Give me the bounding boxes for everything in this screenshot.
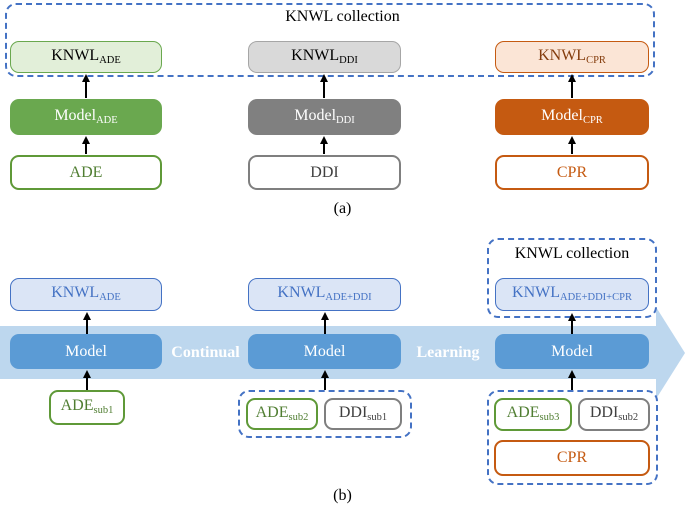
model-label-stage2: Model xyxy=(303,342,346,360)
cpr-sub-box: CPR xyxy=(494,440,650,476)
model-box-stage2: Model xyxy=(248,334,401,369)
knwl-cpr-box: KNWLCPR xyxy=(495,41,649,73)
knwl-cpr-label: KNWLCPR xyxy=(538,46,606,66)
model-ddi-label: ModelDDI xyxy=(294,106,355,126)
learning-text: Learning xyxy=(416,344,480,361)
arrow-model-to-knwl-stage3 xyxy=(566,313,578,334)
knwl-ade-ddi-label: KNWLADE+DDI xyxy=(277,284,372,304)
ade-sub2-box: ADEsub2 xyxy=(246,398,318,430)
ddi-sub1-box: DDIsub1 xyxy=(324,398,402,430)
ddi-sub2-box: DDIsub2 xyxy=(578,398,650,431)
arrow-input-to-model-stage1 xyxy=(81,370,93,390)
arrow-model-to-knwl-ddi xyxy=(318,74,330,98)
model-label-stage3: Model xyxy=(551,342,593,360)
model-box-stage3: Model xyxy=(495,334,649,369)
knwl-ade-ddi-box: KNWLADE+DDI xyxy=(248,278,401,311)
arrow-input-to-model-stage3 xyxy=(566,370,578,390)
arrow-model-to-knwl-stage1 xyxy=(81,312,93,334)
knwl-ade-label: KNWLADE xyxy=(51,46,121,66)
model-cpr-box: ModelCPR xyxy=(495,99,649,135)
knwl-ade-label-b: KNWLADE xyxy=(51,284,121,304)
arrow-model-to-knwl-cpr xyxy=(566,74,578,98)
stage2-inputs-box xyxy=(238,390,412,438)
knwl-ade-ddi-cpr-label: KNWLADE+DDI+CPR xyxy=(512,284,632,304)
ddi-input-box: DDI xyxy=(248,155,401,190)
ade-input-box: ADE xyxy=(10,155,162,190)
panel-a-label: (a) xyxy=(333,200,352,217)
ade-sub3-box: ADEsub3 xyxy=(494,398,572,431)
arrow-input-to-model-stage2 xyxy=(319,370,331,390)
arrow-input-to-model-ade xyxy=(80,136,92,154)
continual-text: Continual xyxy=(171,344,240,361)
knwl-collection-title-b: KNWL collection xyxy=(514,245,630,262)
arrow-model-to-knwl-ade xyxy=(80,74,92,98)
cpr-sub-label: CPR xyxy=(556,449,588,466)
panel-b-label: (b) xyxy=(333,487,352,504)
cpr-input-label: CPR xyxy=(556,163,588,181)
band-arrowhead-icon xyxy=(656,307,685,399)
cpr-input-box: CPR xyxy=(495,155,649,190)
knwl-ade-box-b: KNWLADE xyxy=(10,278,162,311)
ddi-sub2-label: DDIsub2 xyxy=(589,404,639,424)
knwl-collection-title-a: KNWL collection xyxy=(285,8,400,25)
knwl-ade-ddi-cpr-box: KNWLADE+DDI+CPR xyxy=(495,278,649,311)
model-box-stage1: Model xyxy=(10,334,162,369)
ddi-sub1-label: DDIsub1 xyxy=(338,403,388,423)
knwl-ade-box: KNWLADE xyxy=(10,41,162,73)
ade-sub1-label: ADEsub1 xyxy=(60,397,114,417)
ade-sub2-label: ADEsub2 xyxy=(255,403,309,423)
model-ade-box: ModelADE xyxy=(10,99,162,135)
arrow-model-to-knwl-stage2 xyxy=(319,312,331,334)
knwl-ddi-box: KNWLDDI xyxy=(248,41,401,73)
ddi-input-label: DDI xyxy=(310,163,339,181)
model-ddi-box: ModelDDI xyxy=(248,99,401,135)
knwl-collection-box-a xyxy=(5,3,655,77)
stage3-inputs-box xyxy=(487,390,658,485)
model-cpr-label: ModelCPR xyxy=(541,106,603,126)
model-label-stage1: Model xyxy=(65,342,107,360)
arrow-input-to-model-ddi xyxy=(318,136,330,154)
ade-input-label: ADE xyxy=(69,163,103,181)
arrow-input-to-model-cpr xyxy=(566,136,578,154)
model-ade-label: ModelADE xyxy=(54,106,118,126)
knwl-ddi-label: KNWLDDI xyxy=(291,46,358,66)
ade-sub3-label: ADEsub3 xyxy=(506,404,560,424)
ade-sub1-box: ADEsub1 xyxy=(49,390,125,425)
